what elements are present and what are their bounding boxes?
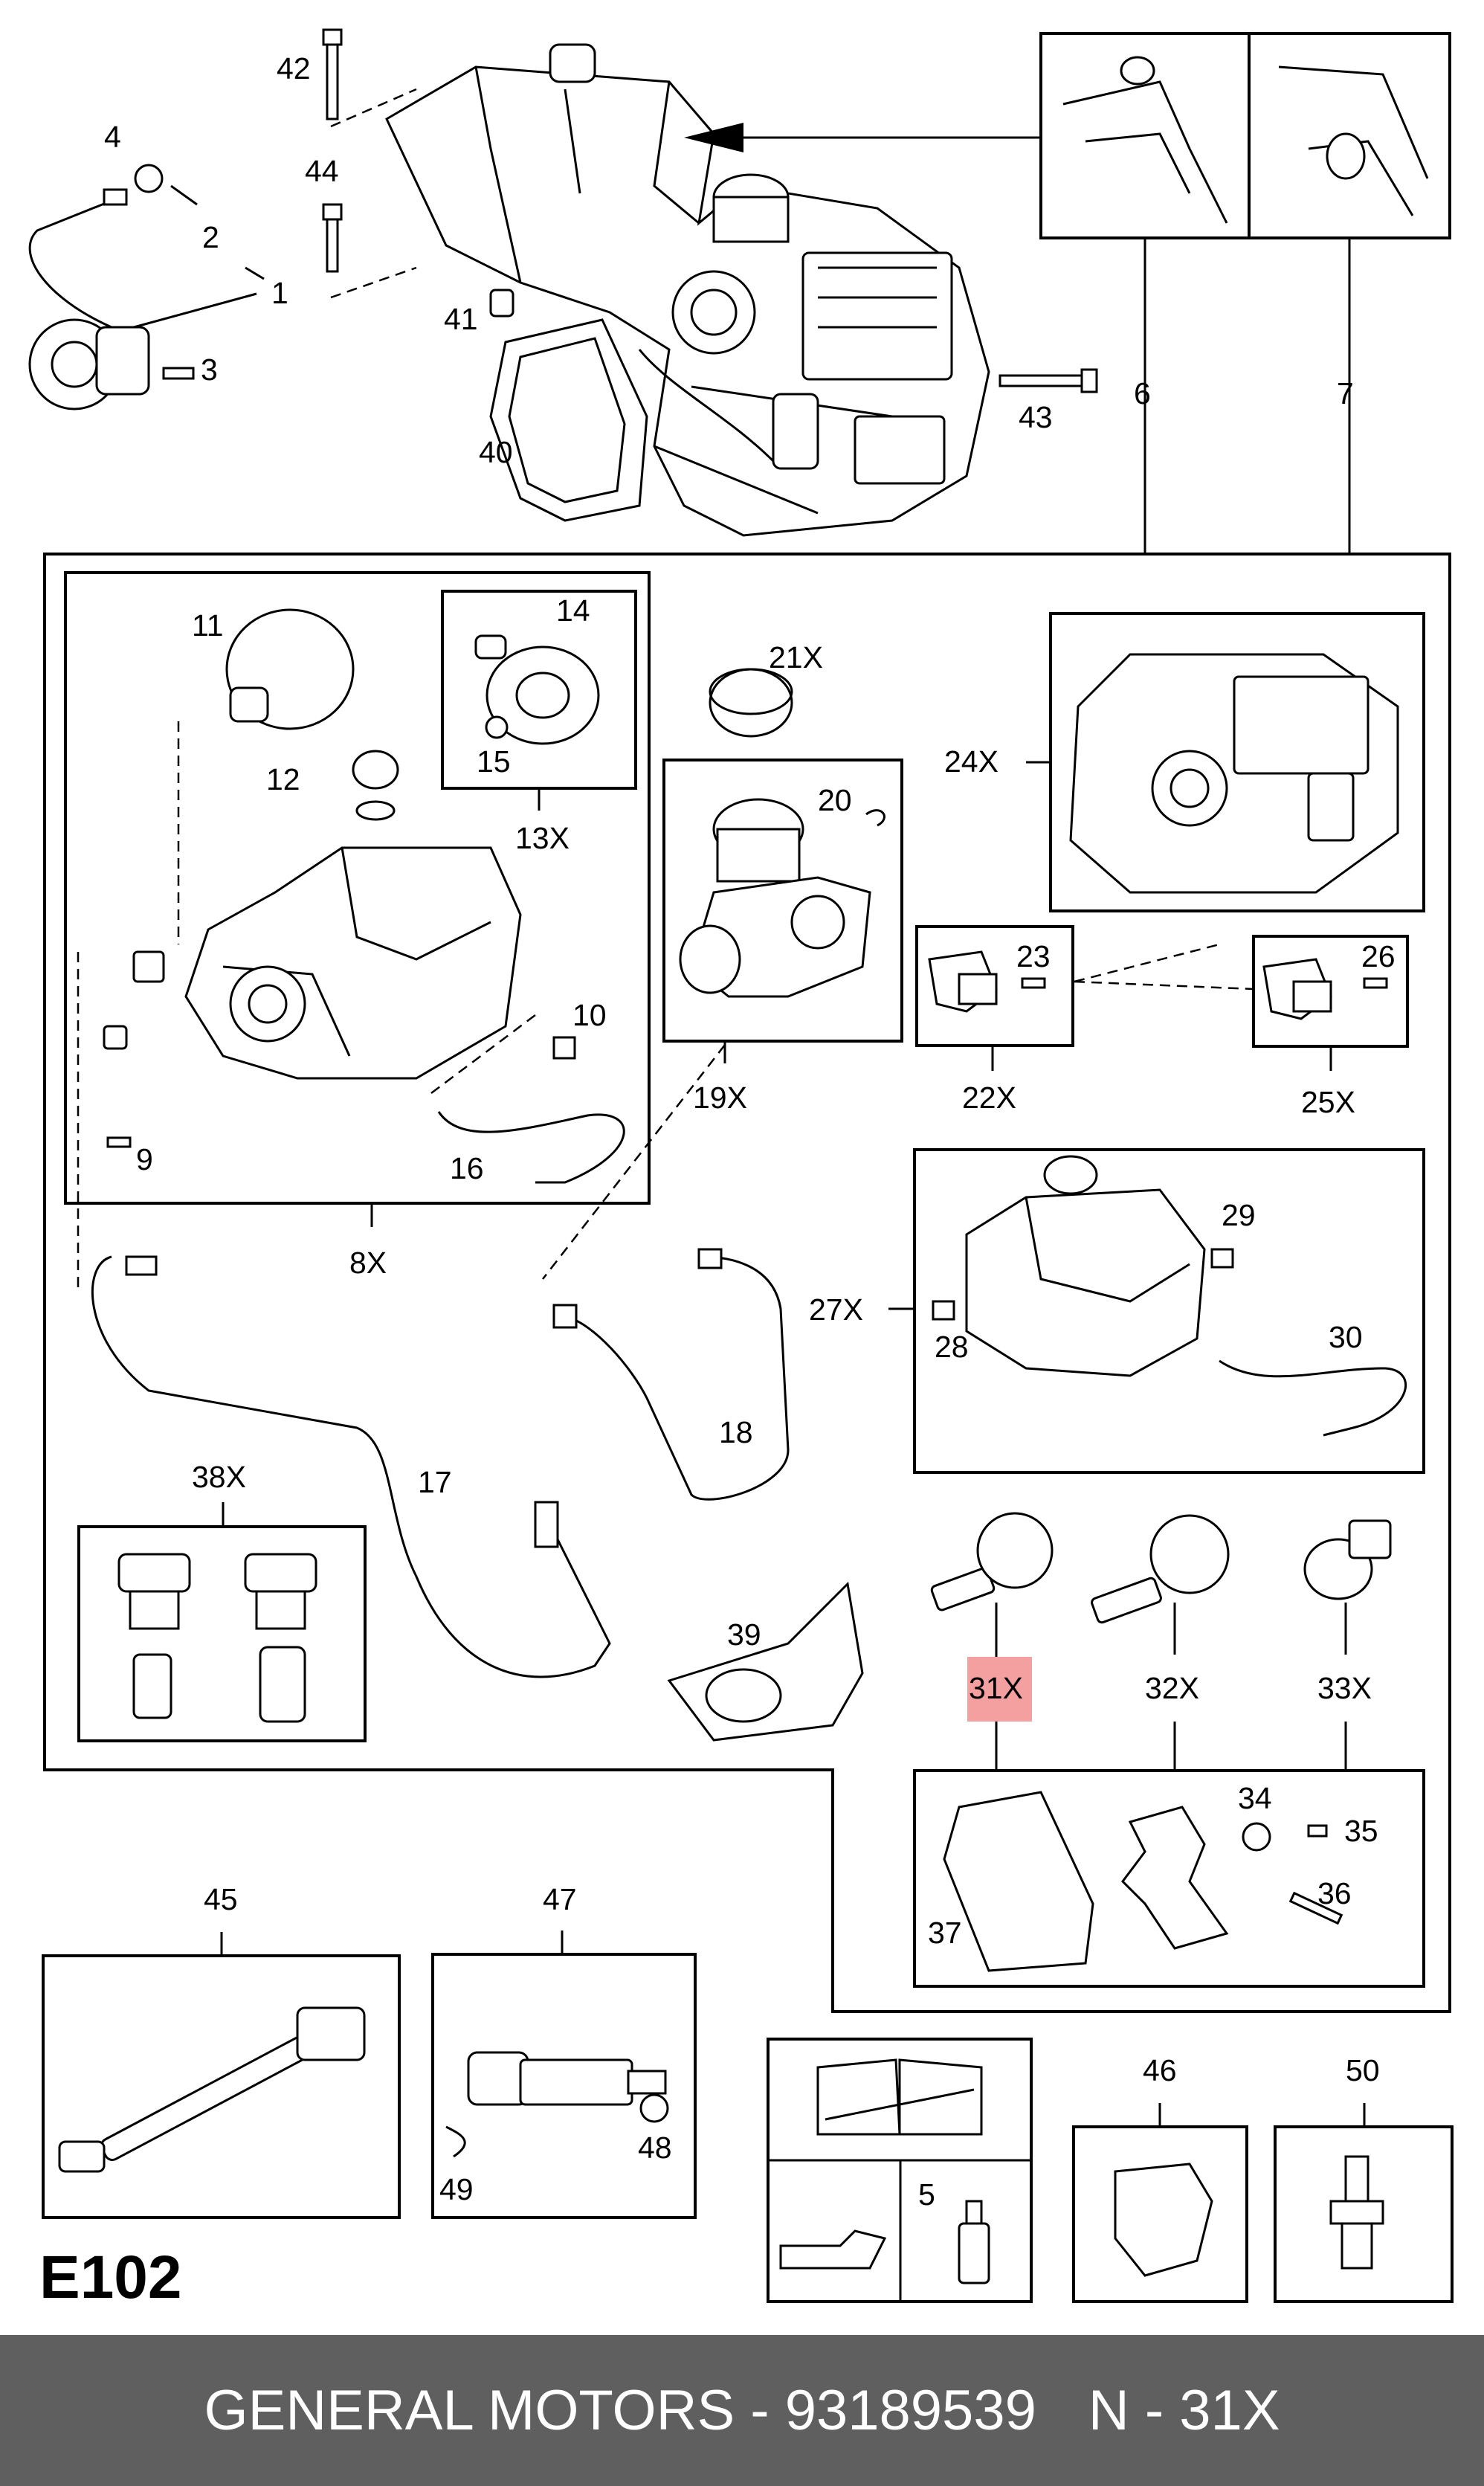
label-33x: 33X <box>1317 1671 1372 1705</box>
clutch-slave-cylinder <box>28 188 150 410</box>
label-31x: 31X <box>969 1671 1023 1705</box>
label-42: 42 <box>277 51 311 86</box>
label-10: 10 <box>572 998 607 1032</box>
label-32x: 32X <box>1145 1671 1199 1705</box>
label-1: 1 <box>271 276 288 310</box>
washer-2 <box>134 164 164 193</box>
pressure-sensor-33 <box>1303 1519 1392 1600</box>
label-41: 41 <box>444 302 478 336</box>
label-24x: 24X <box>944 744 999 779</box>
cap-12 <box>352 750 399 790</box>
label-21x: 21X <box>769 640 823 674</box>
label-18: 18 <box>719 1415 753 1449</box>
label-12: 12 <box>266 762 300 796</box>
bolt-44 <box>322 203 343 273</box>
label-50: 50 <box>1346 2053 1380 2087</box>
hydraulic-unit-27 <box>965 1155 1206 1377</box>
master-cylinder-19 <box>679 798 871 998</box>
highlight-31x <box>967 1657 1032 1722</box>
hydraulic-line-16 <box>437 1111 625 1184</box>
label-15: 15 <box>477 744 511 779</box>
label-23: 23 <box>1016 939 1051 973</box>
label-47: 47 <box>543 1882 577 1916</box>
label-48: 48 <box>638 2131 672 2165</box>
footer-bar: GENERAL MOTORS - 93189539 N - 31X <box>0 2335 1484 2486</box>
label-37: 37 <box>928 1916 962 1950</box>
sensor-14 <box>474 634 600 745</box>
label-46: 46 <box>1143 2053 1177 2087</box>
label-20: 20 <box>818 783 852 817</box>
label-26: 26 <box>1361 939 1396 973</box>
hydraulic-line-18 <box>564 1255 790 1501</box>
hydraulic-hose-45 <box>58 2006 366 2173</box>
label-6: 6 <box>1134 376 1151 410</box>
sensor-25 <box>1262 958 1332 1020</box>
oil-can-icon <box>779 2229 887 2270</box>
label-19x: 19X <box>693 1081 747 1115</box>
screw-9 <box>106 1136 132 1148</box>
label-25x: 25X <box>1301 1085 1355 1119</box>
label-8x: 8X <box>349 1246 387 1280</box>
label-49: 49 <box>439 2172 474 2206</box>
control-module-24 <box>1069 653 1399 894</box>
plugs-38 <box>117 1553 317 1723</box>
label-44: 44 <box>305 154 339 188</box>
label-16: 16 <box>450 1151 484 1185</box>
gasket-39 <box>667 1581 864 1742</box>
engine-assembly-icon <box>385 43 990 537</box>
label-5: 5 <box>918 2177 935 2212</box>
bolt-43 <box>999 368 1098 393</box>
hydraulic-unit <box>103 846 522 1080</box>
sensor-22 <box>928 950 998 1013</box>
label-35: 35 <box>1344 1814 1378 1848</box>
label-9: 9 <box>136 1142 153 1176</box>
label-45: 45 <box>204 1882 238 1916</box>
label-30: 30 <box>1329 1320 1363 1354</box>
label-40: 40 <box>479 435 513 469</box>
repair-manual-icon <box>816 2058 983 2136</box>
label-27x: 27X <box>809 1292 863 1327</box>
hydraulic-line-30 <box>1219 1359 1407 1437</box>
label-13x: 13X <box>515 821 570 855</box>
label-3: 3 <box>201 352 218 387</box>
direction-arrow <box>684 123 743 152</box>
gasket-37 <box>943 1791 1094 1972</box>
label-29: 29 <box>1222 1198 1256 1232</box>
sealant-tube-icon <box>958 2200 990 2284</box>
label-7: 7 <box>1337 376 1354 410</box>
footer-brand-part-number: GENERAL MOTORS - 93189539 <box>204 2379 1036 2442</box>
label-4: 4 <box>104 120 121 154</box>
gasket-40 <box>489 318 648 522</box>
screw-10 <box>552 1036 576 1060</box>
diagram-code: E102 <box>39 2244 182 2311</box>
label-34: 34 <box>1238 1781 1272 1815</box>
solenoid-valve-32 <box>1091 1514 1230 1624</box>
label-22x: 22X <box>962 1081 1016 1115</box>
cap-21 <box>709 668 793 738</box>
bracket-34 <box>1121 1806 1229 1950</box>
label-43: 43 <box>1019 400 1053 434</box>
solenoid-valve-31 <box>930 1512 1054 1611</box>
label-11: 11 <box>192 608 224 643</box>
label-17: 17 <box>418 1465 452 1499</box>
sleeve-41 <box>489 289 514 318</box>
label-38x: 38X <box>192 1460 246 1494</box>
clip-46 <box>1114 2163 1213 2277</box>
parts-diagram: 42 4 44 2 1 41 3 6 7 43 40 11 14 21X 15 … <box>28 28 1454 2311</box>
stud-50 <box>1329 2155 1384 2270</box>
footer-part-reference: N - 31X <box>1088 2379 1280 2442</box>
hydraulic-line-17 <box>91 1255 611 1678</box>
label-28: 28 <box>935 1330 969 1364</box>
screw-3 <box>162 367 195 380</box>
sensor-assembly-47 <box>467 2051 669 2123</box>
label-36: 36 <box>1317 1876 1352 1910</box>
accumulator-11 <box>225 608 355 730</box>
bolt-42 <box>322 28 343 120</box>
label-14: 14 <box>556 593 590 628</box>
label-39: 39 <box>727 1617 761 1652</box>
label-2: 2 <box>202 220 219 254</box>
